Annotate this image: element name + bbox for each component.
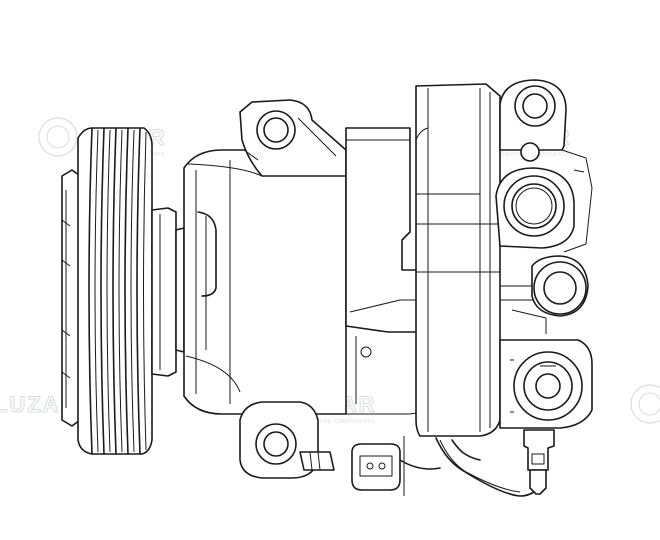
- clutch-connector: [351, 436, 441, 496]
- rear-head: [415, 83, 501, 437]
- pulley: [77, 127, 153, 455]
- relief-valve-boss: [500, 255, 589, 334]
- front-housing: [183, 149, 347, 415]
- clutch-coil-housing: [151, 207, 185, 377]
- valve-connector: [523, 429, 555, 495]
- lower-mounting-ear: [239, 401, 335, 479]
- wiring-harness: [435, 437, 537, 497]
- watermark-logo-bottom-right: [630, 384, 660, 424]
- suction-port: [499, 79, 567, 162]
- control-valve: [499, 339, 593, 429]
- upper-mounting-ear: [239, 99, 347, 177]
- watermark-tagline: AUTOMOTIVE COMPONENTS: [294, 419, 375, 425]
- discharge-port: [495, 149, 593, 253]
